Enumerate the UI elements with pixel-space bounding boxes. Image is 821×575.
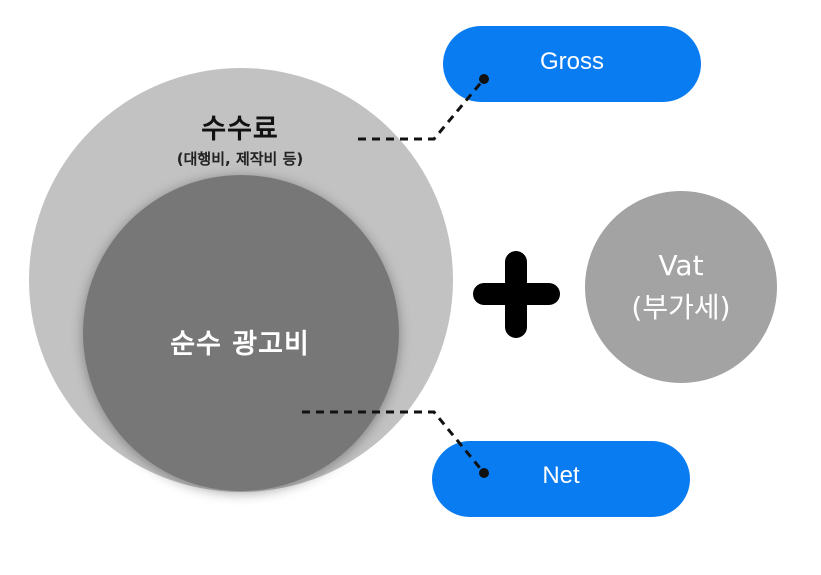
vat-circle-title: Vat	[658, 249, 704, 282]
vat-circle-subtitle: (부가세)	[631, 291, 731, 324]
net-pill	[432, 441, 690, 517]
gross-connector-line	[358, 78, 486, 141]
gross-pill	[443, 26, 701, 102]
outer-circle-subtitle: (대행비, 제작비 등)	[176, 150, 304, 168]
vat-circle	[585, 191, 777, 383]
gross-pill-label: Gross	[539, 48, 604, 75]
net-pill-label: Net	[542, 462, 580, 489]
net-connector-dot	[479, 468, 489, 478]
net-connector-line	[302, 410, 486, 474]
gross-connector-dot	[479, 74, 489, 84]
inner-circle-title: 순수 광고비	[170, 329, 310, 360]
outer-circle-title: 수수료	[201, 114, 279, 145]
plus-icon	[473, 251, 560, 338]
